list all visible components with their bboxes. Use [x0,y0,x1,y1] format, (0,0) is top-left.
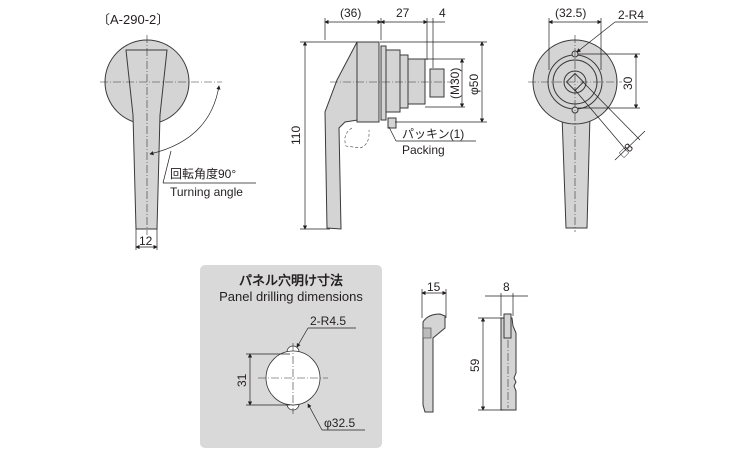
dim-110: 110 [289,126,303,145]
dim-phi32-5: φ32.5 [324,416,355,430]
dim-32-5: (32.5) [555,6,586,20]
panel-drilling-title-jp: パネル穴明け寸法 [239,273,343,288]
lever-edge [500,317,517,411]
panel-drilling-title-en: Panel drilling dimensions [219,289,363,304]
dim-2r4-5: 2-R4.5 [310,314,346,328]
front-view: 〔A-290-2〕 回転角度90° Turning angle 12 [97,12,256,250]
dim-phi50: φ50 [467,74,481,95]
turning-angle-jp: 回転角度90° [170,166,236,181]
side-handle [324,41,359,230]
dim-2r4: 2-R4 [618,8,644,22]
dim-12: 12 [139,234,153,248]
lever-side [422,313,446,413]
front-handle [125,49,168,230]
rear-view: (32.5) 2-R4 30 □8 [528,6,648,232]
dim-4: 4 [439,6,446,20]
dim-31: 31 [235,373,249,387]
packing-jp: パッキン(1) [402,127,464,141]
panel-drilling-panel: パネル穴明け寸法 Panel drilling dimensions 31 2-… [200,265,382,448]
side-view: (36) 27 4 110 (M30) φ50 パッキン(1) Packing [289,6,487,230]
side-cam-nut [429,68,445,98]
dim-59: 59 [468,358,482,372]
dim-m30: (M30) [448,68,462,99]
model-label: 〔A-290-2〕 [97,12,169,27]
dim-8: 8 [503,280,510,294]
turning-angle-en: Turning angle [170,185,243,199]
dim-sq8: □8 [616,140,636,160]
dim-36: (36) [340,6,361,20]
lever-views: 15 8 59 [421,280,528,413]
packing-en: Packing [402,143,445,157]
rear-handle [561,114,591,229]
dim-30: 30 [621,76,635,90]
side-nut [385,49,401,113]
dim-27: 27 [396,6,410,20]
dim-15: 15 [427,280,441,294]
